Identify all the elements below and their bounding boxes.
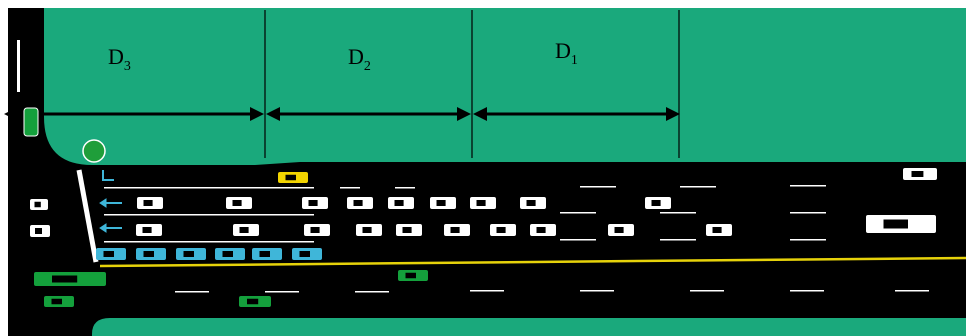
label-d1: D1 <box>555 38 578 68</box>
car-icon <box>30 199 48 210</box>
lower-grass <box>92 318 966 336</box>
left-margin <box>0 0 8 336</box>
car-icon <box>520 197 546 209</box>
label-d2: D2 <box>348 44 371 74</box>
truck-icon <box>34 272 106 286</box>
lane-markings <box>104 185 929 293</box>
left-turn-arrow-icon <box>102 170 114 181</box>
car-icon <box>388 197 414 209</box>
car-icon <box>96 248 126 260</box>
car-icon <box>239 296 271 307</box>
car-icon <box>23 107 39 137</box>
car-icon <box>44 296 74 307</box>
left-arrow-icon <box>99 223 122 233</box>
car-icon <box>398 270 428 281</box>
car-icon <box>396 224 422 236</box>
dimension-arrow-d1 <box>473 107 680 121</box>
car-icon <box>608 224 634 236</box>
crossing-bar <box>17 40 20 92</box>
truck-icon <box>866 215 936 233</box>
car-icon <box>252 248 282 260</box>
dimension-arrow-d2 <box>266 107 471 121</box>
car-icon <box>137 197 163 209</box>
left-arrow-icon <box>99 198 122 208</box>
car-icon <box>176 248 206 260</box>
top-margin <box>0 0 966 8</box>
car-icon <box>136 224 162 236</box>
upper-grass <box>44 8 966 165</box>
car-icon <box>215 248 245 260</box>
car-icon <box>347 197 373 209</box>
traffic-signal-icon <box>82 139 106 163</box>
car-icon <box>304 224 330 236</box>
car-icon <box>645 197 671 209</box>
car-icon <box>470 197 496 209</box>
car-icon <box>706 224 732 236</box>
car-icon <box>430 197 456 209</box>
car-icon <box>292 248 322 260</box>
vehicles <box>30 168 937 307</box>
car-icon <box>490 224 516 236</box>
dimension-arrow-d3 <box>4 107 264 121</box>
center-line <box>99 256 966 268</box>
car-icon <box>530 224 556 236</box>
car-icon <box>136 248 166 260</box>
car-icon <box>356 224 382 236</box>
car-icon <box>302 197 328 209</box>
car-icon <box>30 225 50 237</box>
stop-line <box>76 169 99 263</box>
car-icon <box>226 197 252 209</box>
car-icon <box>278 172 308 183</box>
car-icon <box>903 168 937 180</box>
car-icon <box>444 224 470 236</box>
car-icon <box>233 224 259 236</box>
label-d3: D3 <box>108 44 131 74</box>
